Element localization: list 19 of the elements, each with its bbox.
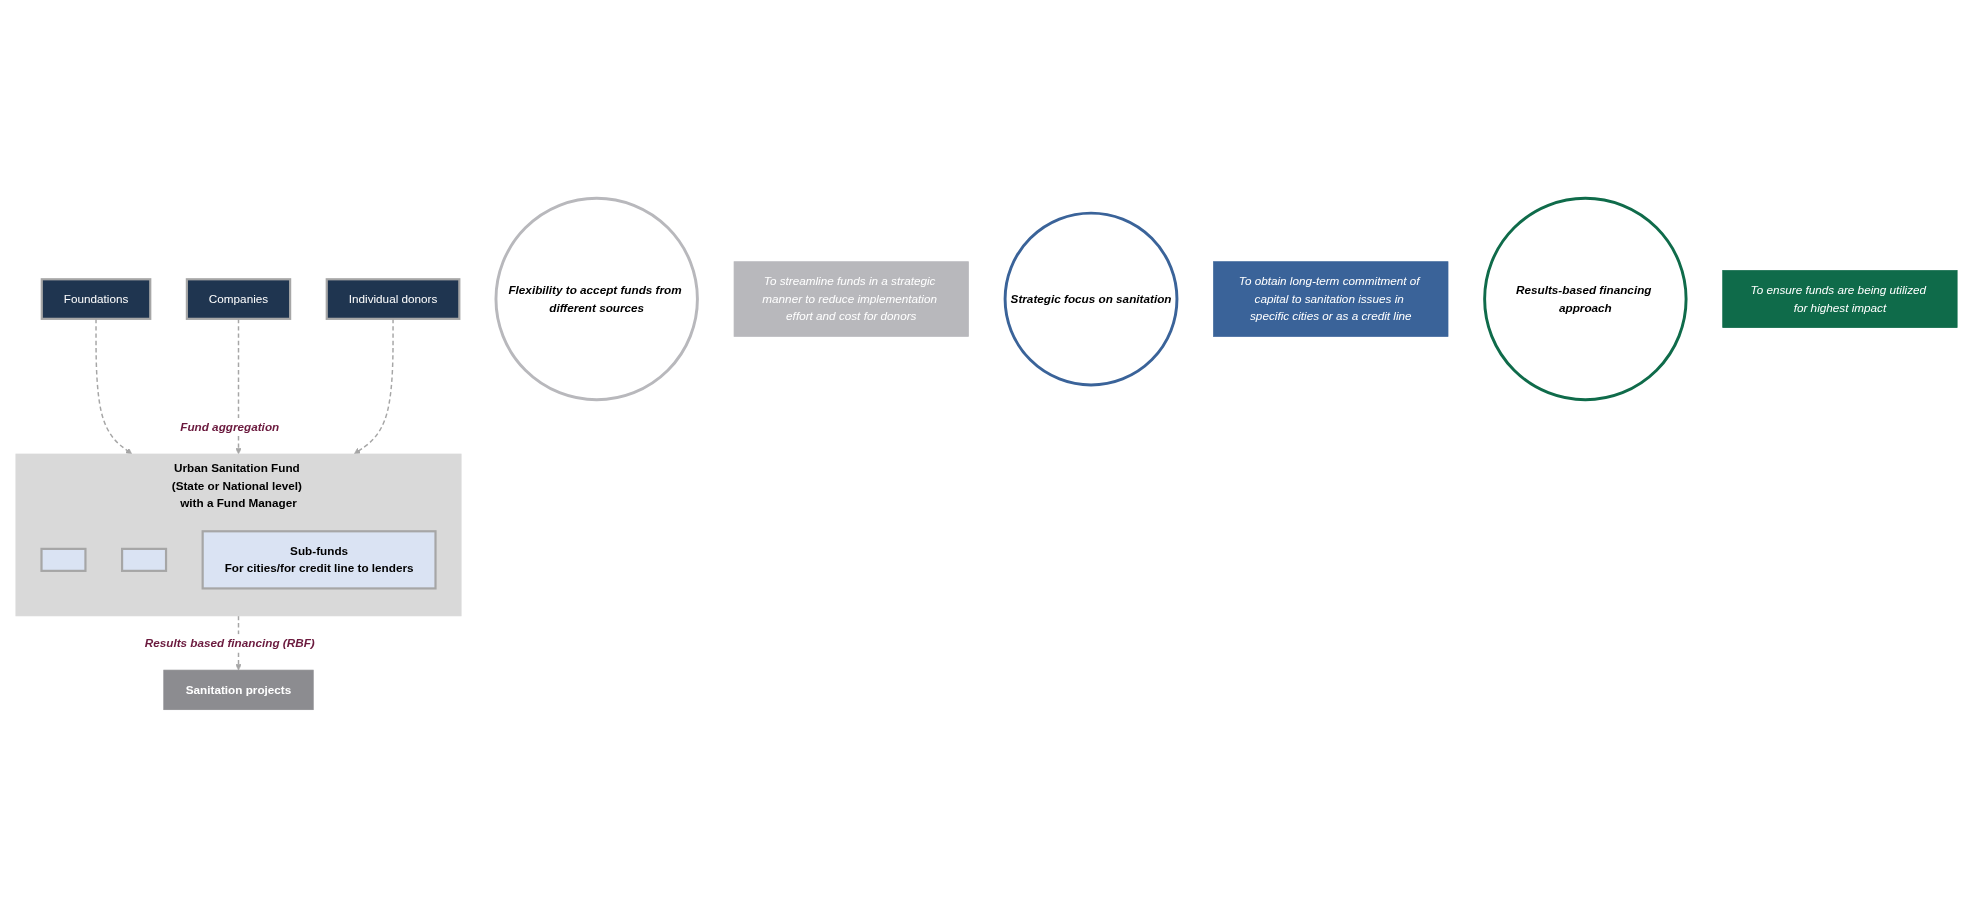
- node-box: To obtain long-term commitment of capital to sanitation issues in specific cities or as a credit line: [1213, 261, 1449, 337]
- node-box: [121, 547, 168, 572]
- node-box: To streamline funds in a strategic manner to reduce implementation effort and cost for donors: [733, 261, 969, 337]
- node-circle: Strategic focus on sanitation: [1003, 211, 1179, 387]
- edge-label: Results based financing (RBF): [144, 636, 315, 649]
- node-box: To ensure funds are being utilized for highest impact: [1722, 270, 1958, 328]
- node-box: Sanitation projects: [163, 669, 314, 711]
- arrow: [95, 318, 133, 455]
- node-box: Foundations: [40, 278, 152, 320]
- node-box: Companies: [185, 278, 292, 320]
- arrow: [235, 318, 242, 455]
- node-box: [40, 547, 87, 572]
- node-circle: Flexibility to accept funds from different sources: [494, 196, 699, 402]
- arrow: [235, 615, 242, 671]
- node-box: Sub-funds For cities/for credit line to lenders: [201, 530, 437, 590]
- node-box: Individual donors: [325, 278, 461, 320]
- edge-label: Fund aggregation: [180, 420, 280, 433]
- arrow: [354, 318, 394, 455]
- node-circle: Results-based financing approach: [1483, 196, 1688, 402]
